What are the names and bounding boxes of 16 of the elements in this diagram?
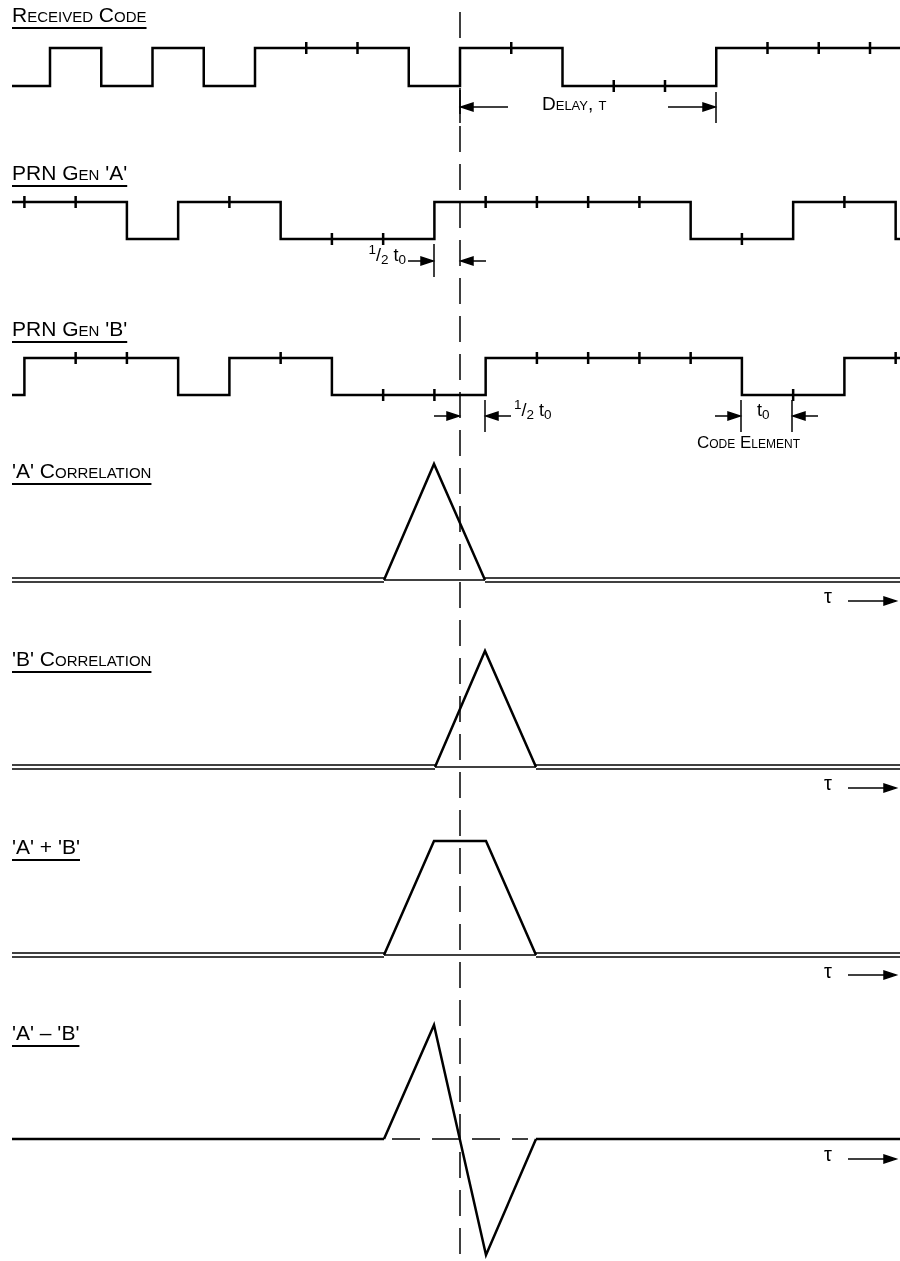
axis-label: τ — [824, 586, 832, 606]
text-label: t$_{0}$ — [757, 401, 770, 419]
text-label: $^{1}$/$_{2}$ t$_{0}$ — [514, 401, 552, 419]
axis-label: τ — [824, 773, 832, 793]
axis-label: τ — [824, 961, 832, 981]
text-label: PRN Gen 'A' — [12, 162, 128, 183]
text-label: 'B' Correlation — [12, 648, 152, 669]
text-label: 'A' – 'B' — [12, 1022, 80, 1043]
axis-label: τ — [824, 1144, 832, 1164]
text-label: Delay, τ — [542, 94, 607, 113]
text-label: PRN Gen 'B' — [12, 318, 128, 339]
text-label: Code Element — [697, 434, 801, 451]
text-label: 'A' Correlation — [12, 460, 152, 481]
text-label: 'A' + 'B' — [12, 836, 80, 857]
text-label: $^{1}$/$_{2}$ t$_{0}$ — [368, 246, 406, 264]
text-label: Received Code — [12, 4, 147, 25]
